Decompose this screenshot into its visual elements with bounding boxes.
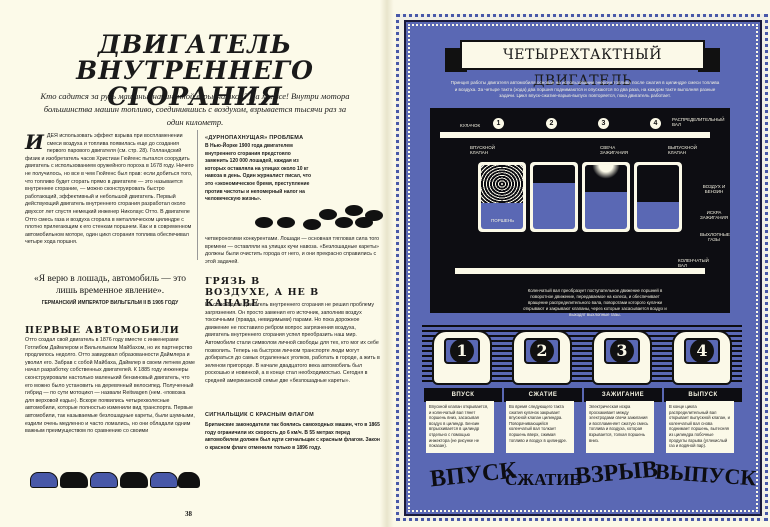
spark-plug-label: СВЕЧА ЗАЖИГАНИЯ xyxy=(600,145,628,155)
car-icon xyxy=(60,472,88,488)
cars-illustration xyxy=(30,462,200,504)
intro-text: ДЕЯ использовать эффект взрыва при воспл… xyxy=(25,133,194,246)
manure-continued-text: четвероногими конкурентами. Лошади — осн… xyxy=(205,236,380,265)
air-heading: ГРЯЗЬ В ВОЗДУХЕ, А НЕ В КАНАВЕ xyxy=(205,276,320,309)
legend-spark: ИСКРА ЗАЖИГАНИЯ xyxy=(700,210,728,220)
crankshaft xyxy=(455,268,705,274)
camshaft-label: РАСПРЕДЕЛИТЕЛЬНЫЙ ВАЛ xyxy=(672,117,725,127)
stroke-label: СЖАТИЕ xyxy=(504,388,582,402)
engine-diagram xyxy=(430,108,730,313)
intake-valve-label: ВПУСКНОЙ КЛАПАН xyxy=(470,145,495,155)
stroke-description: Во время следующего такта сжатия кулачок… xyxy=(506,401,574,453)
car-icon xyxy=(90,472,118,488)
bottom-word-compression: СЖАТИЕ xyxy=(505,470,581,489)
legend-exhaust: ВЫХЛОПНЫЕ ГАЗЫ xyxy=(700,232,730,242)
piston-label: ПОРШЕНЬ xyxy=(491,218,515,223)
manure-text: В Нью-Йорке 1900 года двигателем внутрен… xyxy=(205,143,312,203)
manure-heading: «ДУРНОПАХНУЩАЯ» ПРОБЛЕМА xyxy=(205,135,304,141)
stroke-description: В конце цикла распределительный вал откр… xyxy=(666,401,734,453)
cylinder-number: 2 xyxy=(546,118,557,129)
stroke-description: Электрическая искра проскакивает между э… xyxy=(586,401,654,453)
cylinder-number: 1 xyxy=(493,118,504,129)
manure-heap-illustration xyxy=(255,205,385,230)
car-stroke-4: 4 xyxy=(672,330,732,385)
car-icon xyxy=(178,472,200,488)
cam-label: КУЛАЧОК xyxy=(460,123,481,128)
crankshaft-description: Коленчатый вал преобразует поступательно… xyxy=(523,288,667,317)
legend-air-fuel: ВОЗДУХ И БЕНЗИН xyxy=(702,184,726,194)
column-divider xyxy=(197,130,198,260)
camshaft xyxy=(440,132,710,138)
stroke-label: ЗАЖИГАНИЕ xyxy=(584,388,662,402)
exhaust-valve-label: ВЫПУСКНОЙ КЛАПАН xyxy=(668,145,697,155)
stroke-label: ВПУСК xyxy=(424,388,502,402)
crankshaft-label: КОЛЕНЧАТЫЙ ВАЛ xyxy=(678,258,709,268)
intro-paragraph: И ДЕЯ использовать эффект взрыва при вос… xyxy=(25,130,195,247)
first-cars-text: Отто создал свой двигатель в 1876 году в… xyxy=(25,337,195,435)
left-page xyxy=(0,0,385,527)
flag-heading: СИГНАЛЬЩИК С КРАСНЫМ ФЛАГОМ xyxy=(205,412,314,418)
car-stroke-3: 3 xyxy=(592,330,652,385)
drop-cap: И xyxy=(25,130,44,154)
infographic-title-banner: ЧЕТЫРЕХТАКТНЫЙ ДВИГАТЕЛЬ xyxy=(460,40,705,89)
stroke-label: ВЫПУСК xyxy=(664,388,742,402)
page-number: 38 xyxy=(185,510,192,518)
car-stroke-2: 2 xyxy=(512,330,572,385)
car-icon xyxy=(150,472,178,488)
cylinder-compression xyxy=(530,162,578,232)
car-stroke-1: 1 xyxy=(432,330,492,385)
page-subtitle: Кто садится за руль машины, начиненной в… xyxy=(40,91,350,127)
page-title: ДВИГАТЕЛЬ ВНУТРЕННЕГО СГОРАНИЯ xyxy=(76,30,314,111)
infographic-description: Принцип работы двигателя автомобиля осно… xyxy=(450,80,720,98)
car-icon xyxy=(30,472,58,488)
pull-quote: «Я верю в лошадь, автомобиль — это лишь … xyxy=(33,274,187,296)
cylinder-exhaust xyxy=(634,162,682,232)
air-text: На самом деле двигатель внутреннего сгор… xyxy=(205,302,380,384)
first-cars-heading: ПЕРВЫЕ АВТОМОБИЛИ xyxy=(25,325,180,336)
cylinder-intake: ПОРШЕНЬ xyxy=(478,162,526,232)
book-gutter xyxy=(380,0,394,527)
car-icon xyxy=(120,472,148,488)
cylinder-number: 3 xyxy=(598,118,609,129)
flag-text: Британские законодатели так боялись само… xyxy=(205,422,380,451)
stroke-description: Впускной клапан открывается, и коленчаты… xyxy=(426,401,494,453)
quote-author: ГЕРМАНСКИЙ ИМПЕРАТОР ВИЛЬГЕЛЬМ II В 1905… xyxy=(41,300,179,306)
cylinder-ignition xyxy=(582,162,630,232)
cylinder-number: 4 xyxy=(650,118,661,129)
